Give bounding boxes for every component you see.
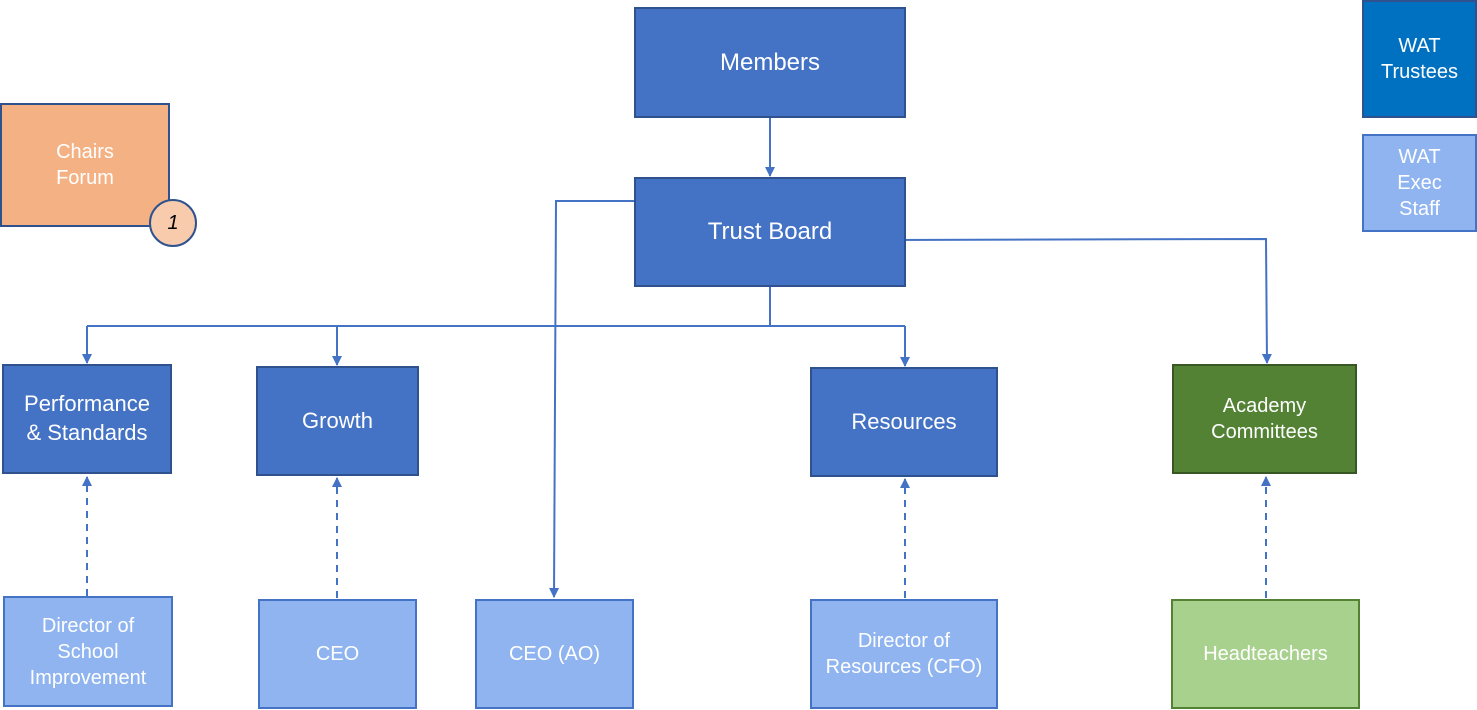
members-box: Members [634,7,906,118]
ceo-ao-box: CEO (AO) [475,599,634,709]
ceo-box: CEO [258,599,417,709]
director-resources-cfo-box: Director of Resources (CFO) [810,599,998,709]
resources-box: Resources [810,367,998,477]
growth-box: Growth [256,366,419,476]
chairs-forum-box: Chairs Forum [0,103,170,227]
performance-standards-box: Performance & Standards [2,364,172,474]
arrow-trust-board-to-ceo-ao [549,200,634,598]
director-school-improvement-box: Director of School Improvement [3,596,173,707]
trust-board-box: Trust Board [634,177,906,287]
legend-trustees-box: WAT Trustees [1362,0,1477,118]
academy-committees-box: Academy Committees [1172,364,1357,474]
chairs-forum-badge: 1 [149,199,197,247]
legend-exec-staff-box: WAT Exec Staff [1362,134,1477,232]
headteachers-box: Headteachers [1171,599,1360,709]
arrow-trust-board-to-academy-committees [865,237,1272,364]
